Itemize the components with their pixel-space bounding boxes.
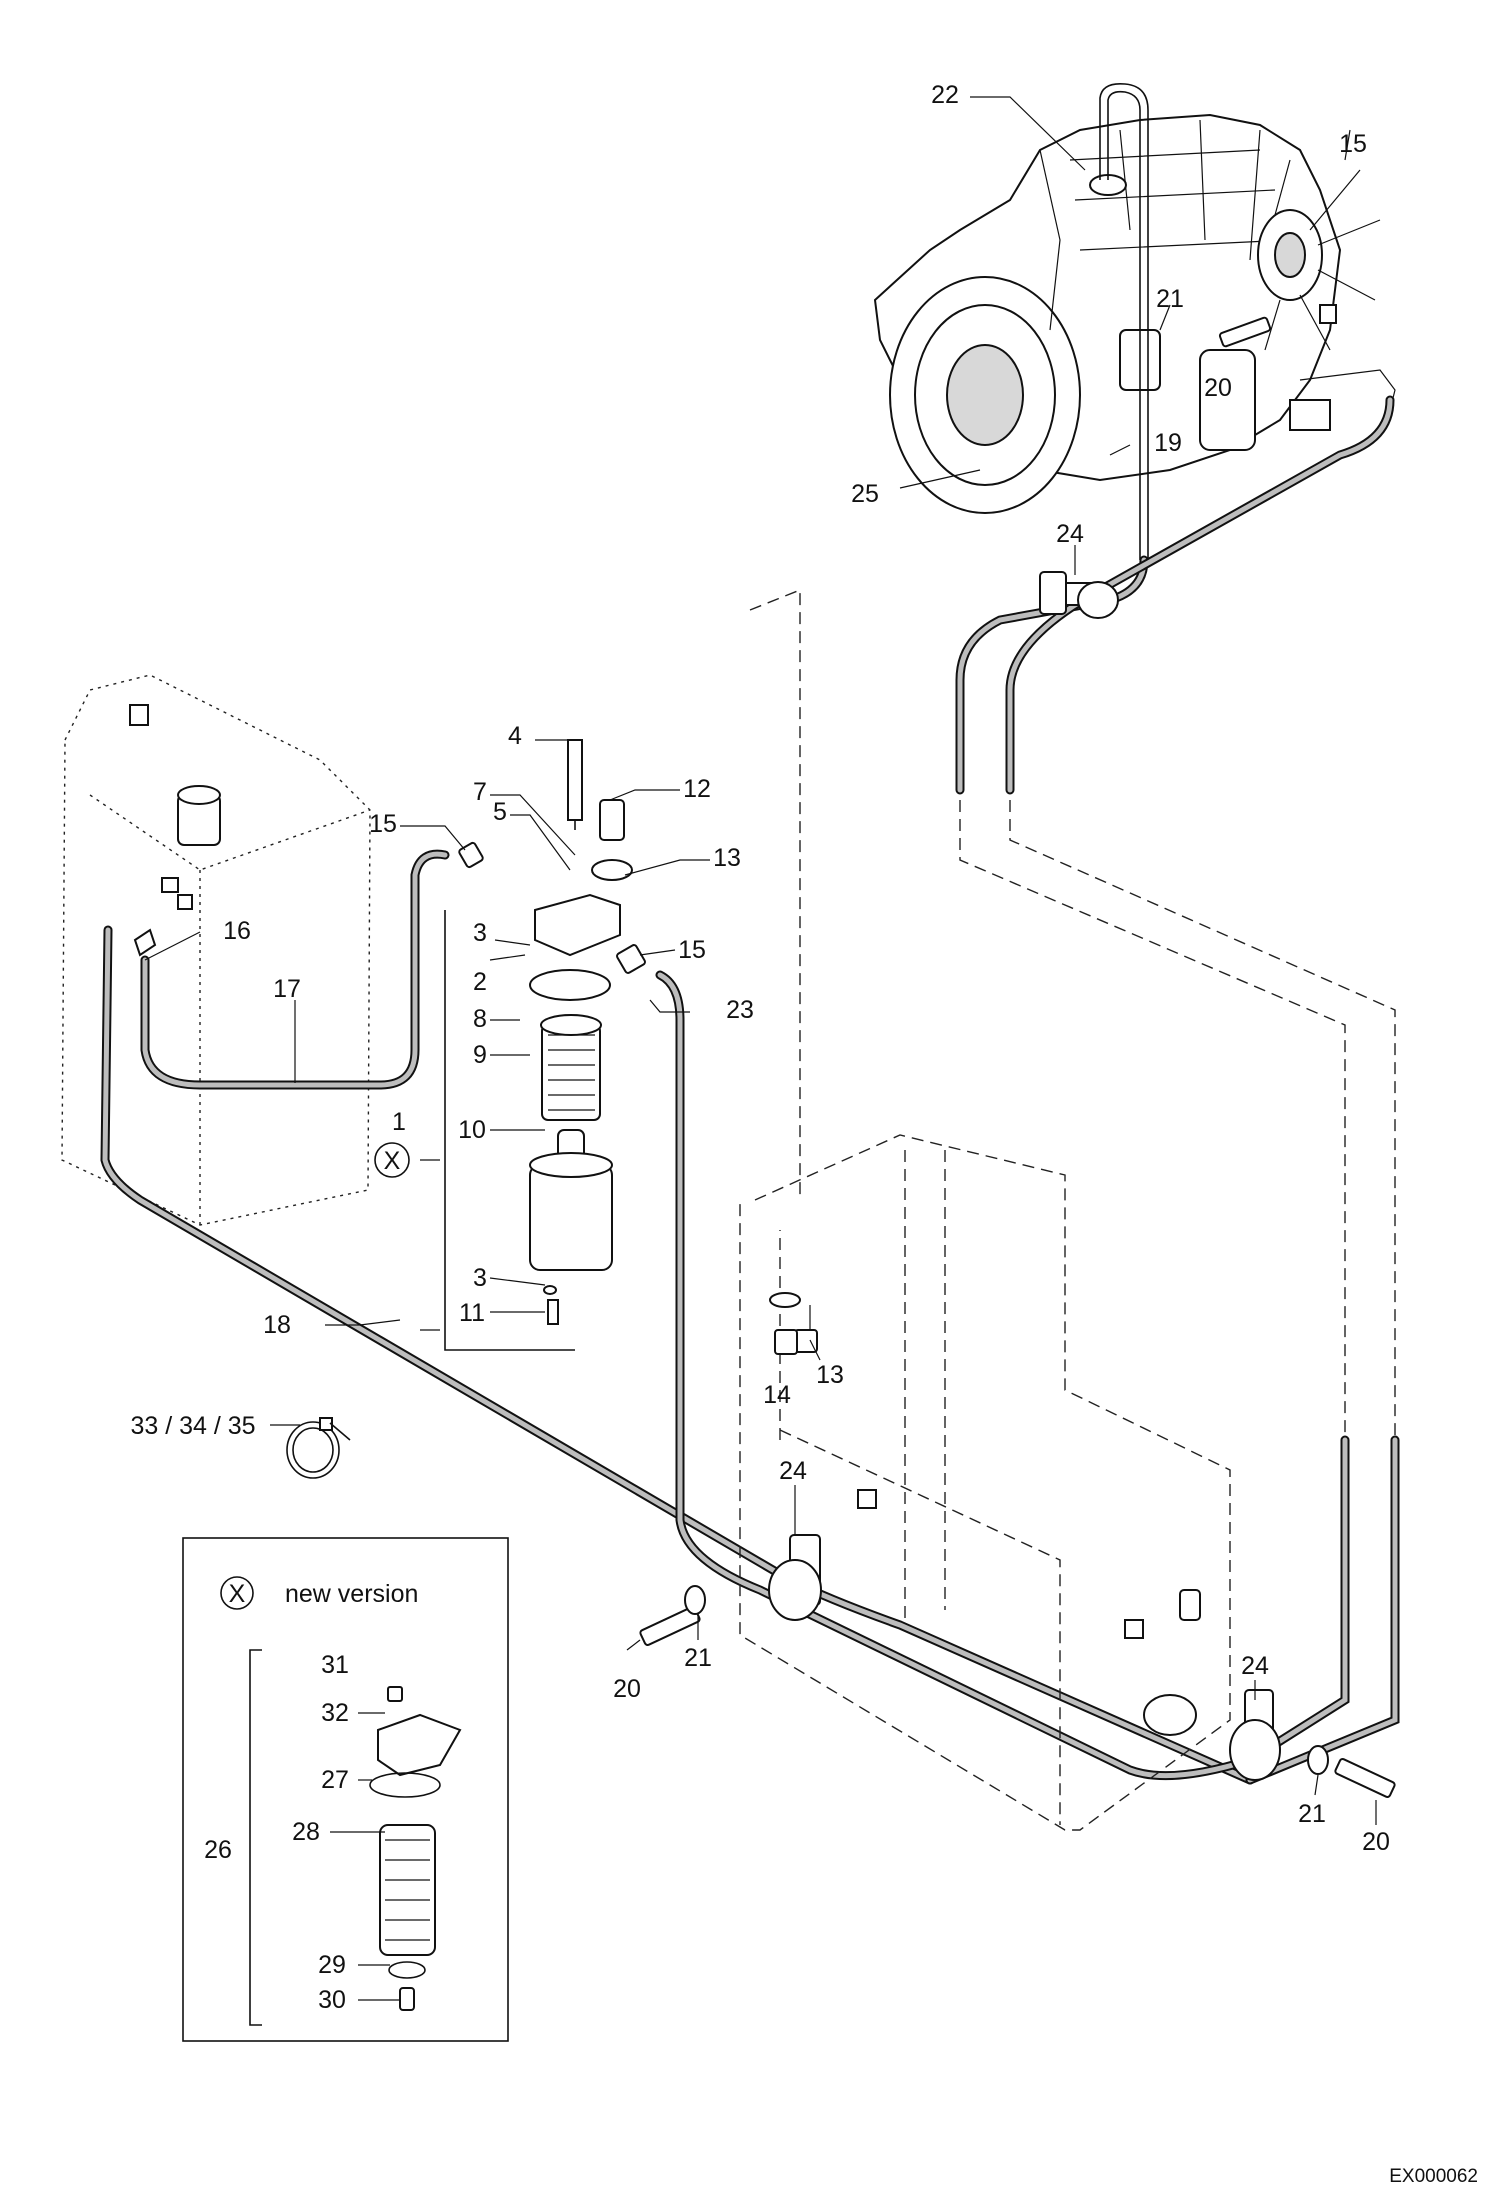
fuel-filter-assembly [444,739,633,1351]
label-20-engine: 20 [1204,374,1232,402]
legend-symbol: X [229,1580,246,1608]
label-8: 8 [473,1005,487,1033]
frame-bracket [739,588,1231,1831]
hose-clamp-33-34-35 [286,1417,351,1479]
label-7: 7 [473,778,487,806]
label-2: 2 [473,968,487,996]
label-5: 5 [493,798,507,826]
label-25: 25 [851,480,879,508]
label-28: 28 [292,1818,320,1846]
engine-assembly [873,82,1396,560]
engine-fuel-lines [955,395,1396,1440]
label-9: 9 [473,1041,487,1069]
leader-lines [144,96,1377,2001]
label-4: 4 [508,722,522,750]
label-21-engine: 21 [1156,285,1184,313]
label-26: 26 [204,1836,232,1864]
label-13-bottom: 13 [816,1361,844,1389]
fuel-tank [61,674,371,1226]
label-14: 14 [763,1381,791,1409]
label-22: 22 [931,81,959,109]
label-29: 29 [318,1951,346,1979]
label-1: 1 [392,1108,406,1136]
label-24-engine: 24 [1056,520,1084,548]
label-13-top: 13 [713,844,741,872]
drawing-reference: EX000062 [1389,2166,1478,2187]
label-23: 23 [726,996,754,1024]
label-3-top: 3 [473,919,487,947]
label-20-center: 20 [613,1675,641,1703]
label-3-bottom: 3 [473,1264,487,1292]
label-32: 32 [321,1699,349,1727]
label-19: 19 [1154,429,1182,457]
label-21-right: 21 [1298,1800,1326,1828]
label-17: 17 [273,975,301,1003]
hose-clamps [768,571,1281,1781]
label-15-filter: 15 [678,936,706,964]
label-24-right: 24 [1241,1652,1269,1680]
label-15-engine: 15 [1339,130,1367,158]
label-21-center: 21 [684,1644,712,1672]
label-18: 18 [263,1311,291,1339]
part-labels: 22 15 21 20 19 25 24 4 12 7 5 15 13 15 1… [130,81,1389,2014]
new-version-box [182,1537,509,2042]
label-24-center: 24 [779,1457,807,1485]
x-marker-circle [374,1142,410,1178]
label-31: 31 [321,1651,349,1679]
label-30: 30 [318,1986,346,2014]
label-15-tank: 15 [369,810,397,838]
label-11: 11 [459,1299,485,1327]
label-20-right: 20 [1362,1828,1390,1856]
label-12: 12 [683,775,711,803]
legend-text: new version [285,1580,418,1608]
label-10: 10 [458,1116,486,1144]
label-16: 16 [223,917,251,945]
bolts-and-washers [639,316,1396,1798]
label-27: 27 [321,1766,349,1794]
x-marker: X [384,1147,401,1175]
label-33-34-35: 33 / 34 / 35 [130,1412,255,1440]
